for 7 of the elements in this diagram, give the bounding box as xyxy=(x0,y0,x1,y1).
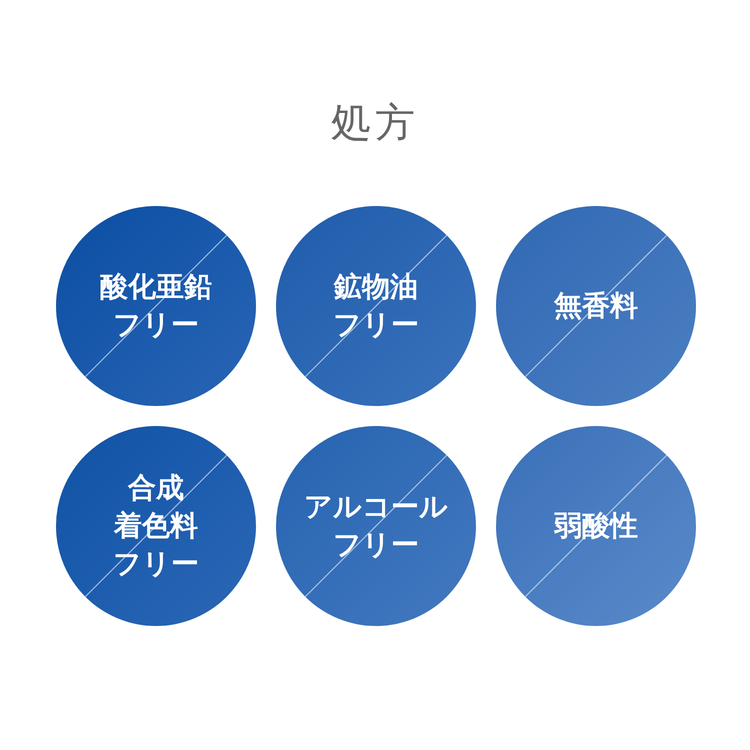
feature-label: 鉱物油フリー xyxy=(332,269,420,343)
feature-label: 弱酸性 xyxy=(552,508,639,544)
feature-label: 無香料 xyxy=(552,288,639,324)
feature-label: 合成着色料フリー xyxy=(112,470,200,582)
title: 処方 xyxy=(330,99,420,148)
feature-label: アルコールフリー xyxy=(303,489,449,563)
feature-label: 酸化亜鉛フリー xyxy=(99,269,213,343)
